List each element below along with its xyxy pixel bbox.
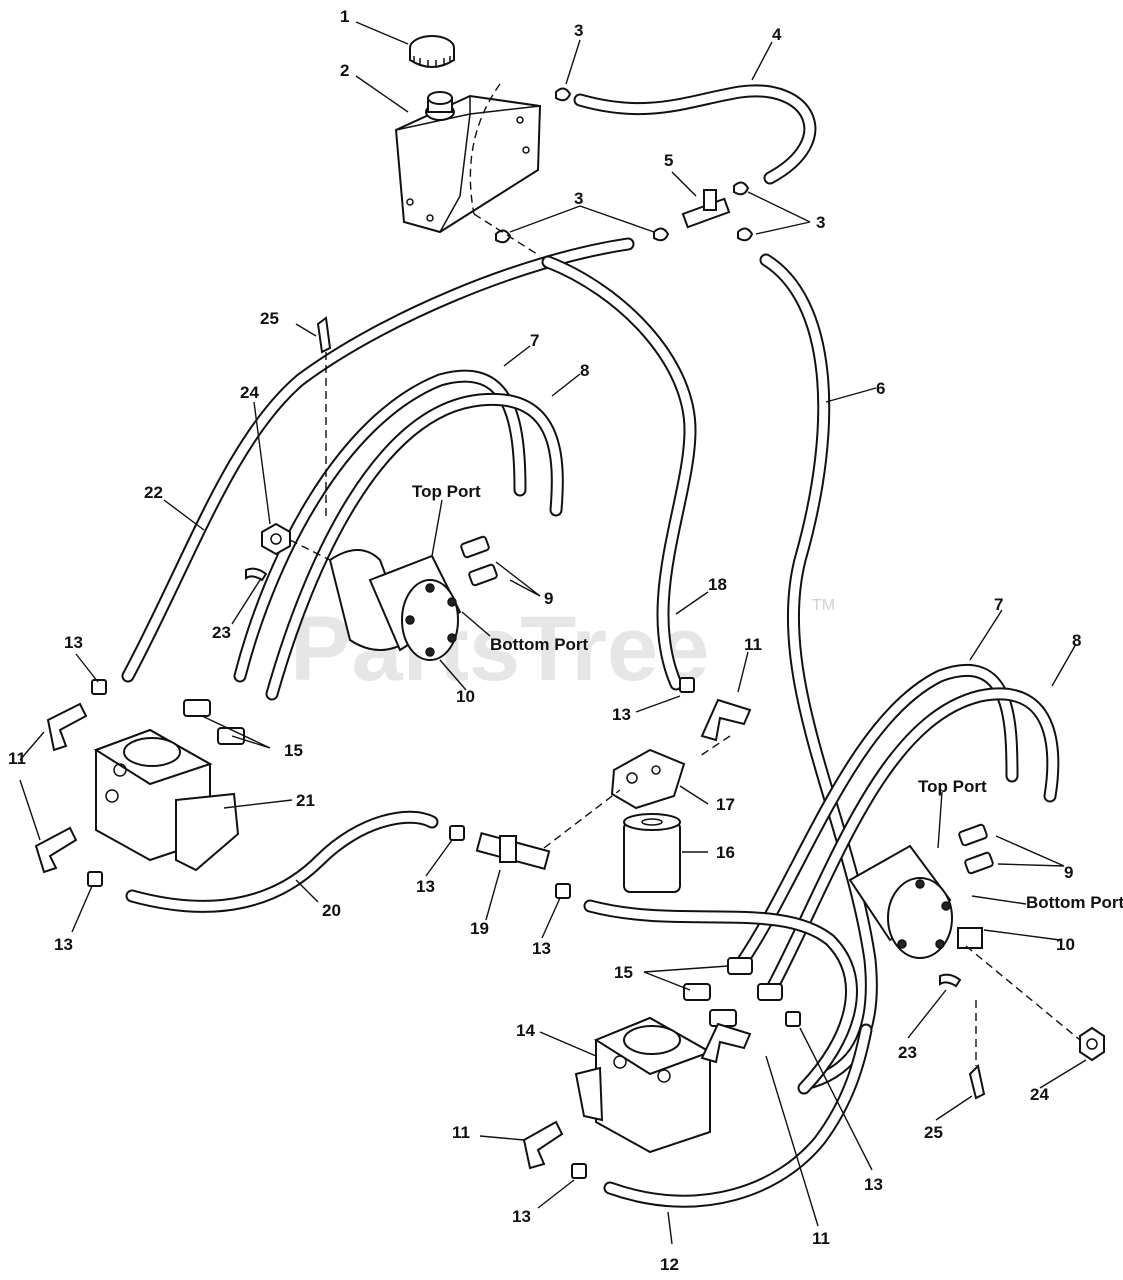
- callout-17: 17: [716, 795, 735, 814]
- callout-15-left: 15: [284, 741, 303, 760]
- callout-23-right: 23: [898, 1043, 917, 1062]
- callout-20: 20: [322, 901, 341, 920]
- callout-13-center: 13: [612, 705, 631, 724]
- reservoir-tank: [394, 91, 542, 234]
- callout-13-tee-left: 13: [416, 877, 435, 896]
- bottom-port-label-right: Bottom Port: [1026, 893, 1123, 912]
- leader-lines: [19, 21, 1087, 1245]
- callout-12: 12: [660, 1255, 679, 1274]
- callout-6: 6: [876, 379, 885, 398]
- watermark-trademark: TM: [812, 597, 835, 614]
- callouts: 1 2 3 3 3 4 5 6 7 8 9 10 11 13 15 13 18 …: [8, 7, 1081, 1274]
- callout-11-left: 11: [8, 749, 26, 768]
- callout-1: 1: [340, 7, 349, 26]
- callout-13-left-top: 13: [64, 633, 83, 652]
- callout-22: 22: [144, 483, 163, 502]
- callout-8-left: 8: [580, 361, 589, 380]
- callout-5: 5: [664, 151, 673, 170]
- callout-7-left: 7: [530, 331, 539, 350]
- hose-clamps-3: [495, 87, 754, 244]
- hoses: [121, 84, 1060, 1208]
- wheel-motor-left: [328, 549, 462, 661]
- callout-18: 18: [708, 575, 727, 594]
- callout-7-right: 7: [994, 595, 1003, 614]
- callout-15-right: 15: [614, 963, 633, 982]
- callout-23-left: 23: [212, 623, 231, 642]
- callout-11-bottom-right: 11: [812, 1229, 830, 1248]
- callout-13-left-bottom: 13: [54, 935, 73, 954]
- bottom-port-label-left: Bottom Port: [490, 635, 589, 654]
- callout-14: 14: [516, 1021, 535, 1040]
- callout-25-right: 25: [924, 1123, 943, 1142]
- callout-10-right: 10: [1056, 935, 1075, 954]
- assembly-dashes: [289, 83, 1081, 1066]
- callout-9-right: 9: [1064, 863, 1073, 882]
- callout-10-left: 10: [456, 687, 475, 706]
- callout-13-right: 13: [864, 1175, 883, 1194]
- filter-head: [610, 748, 686, 810]
- callout-9-left: 9: [544, 589, 553, 608]
- callout-11-center: 11: [744, 635, 762, 654]
- reservoir-cap: [409, 35, 455, 68]
- top-port-label-right: Top Port: [918, 777, 987, 796]
- callout-13-tee-right: 13: [532, 939, 551, 958]
- callout-21: 21: [296, 791, 315, 810]
- callout-3a: 3: [574, 21, 583, 40]
- callout-16: 16: [716, 843, 735, 862]
- hydraulic-pump-left: [93, 728, 240, 872]
- tee-fitting: [681, 189, 731, 229]
- top-port-label-left: Top Port: [412, 482, 481, 501]
- callout-8-right: 8: [1072, 631, 1081, 650]
- callout-3c: 3: [816, 213, 825, 232]
- callout-25-left: 25: [260, 309, 279, 328]
- callout-24-left: 24: [240, 383, 259, 402]
- oil-filter: [623, 813, 681, 893]
- callout-13-bottom: 13: [512, 1207, 531, 1226]
- callout-2: 2: [340, 61, 349, 80]
- callout-3b: 3: [574, 189, 583, 208]
- callout-19: 19: [470, 919, 489, 938]
- hydraulic-pump-right: [574, 1016, 713, 1154]
- callout-24-right: 24: [1030, 1085, 1049, 1104]
- callout-4: 4: [772, 25, 782, 44]
- hardware: [245, 316, 1105, 1100]
- callout-11-bottom-left: 11: [452, 1123, 470, 1142]
- filter-tee: [475, 832, 551, 870]
- wheel-motor-right: [848, 844, 983, 959]
